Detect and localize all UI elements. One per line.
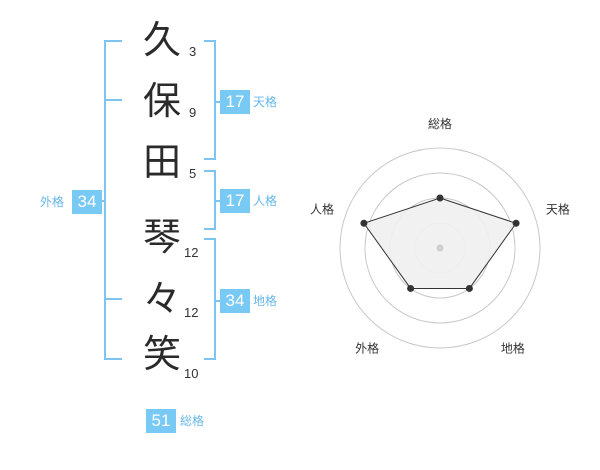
stroke-count-6: 10 <box>184 366 199 381</box>
tenkaku-label: 天格 <box>253 95 278 109</box>
name-char-3: 田 <box>142 140 181 184</box>
soukaku-value-badge: 51 <box>146 409 176 433</box>
gaikaku-value-badge: 34 <box>72 190 102 214</box>
stroke-count-4: 12 <box>184 245 199 260</box>
radar-data-area <box>363 197 517 289</box>
radar-axis-label-2: 天格 <box>546 202 570 217</box>
radar-point-5 <box>360 219 368 227</box>
chikaku-value-badge: 34 <box>220 289 250 313</box>
radar-center-dot <box>436 244 444 252</box>
jinkaku-label: 人格 <box>253 194 278 208</box>
radar-axis-label-1: 総格 <box>428 116 452 131</box>
radar-point-2 <box>512 219 520 227</box>
stroke-count-5: 12 <box>184 305 199 320</box>
name-char-5: 々 <box>142 277 181 321</box>
radar-ring-3 <box>364 172 516 324</box>
tenkaku-value-badge: 17 <box>220 90 250 114</box>
name-char-6: 笑 <box>142 332 181 376</box>
name-char-4: 琴 <box>142 215 181 259</box>
name-char-2: 保 <box>142 79 181 123</box>
gaikaku-label: 外格 <box>40 195 65 209</box>
jinkaku-value-badge: 17 <box>220 189 250 213</box>
chikaku-label: 地格 <box>253 294 278 308</box>
stroke-count-2: 9 <box>189 105 197 120</box>
stroke-count-1: 3 <box>189 44 197 59</box>
stroke-count-3: 5 <box>189 166 197 181</box>
radar-axis-label-4: 外格 <box>355 340 379 355</box>
soukaku-label: 総格 <box>180 414 205 428</box>
radar-point-1 <box>436 194 444 202</box>
radar-point-4 <box>407 284 415 292</box>
radar-axis-label-3: 地格 <box>501 340 525 355</box>
radar-axis-label-5: 人格 <box>310 202 334 217</box>
radar-point-3 <box>465 284 473 292</box>
name-char-1: 久 <box>142 18 181 62</box>
radar-ring-4 <box>339 147 541 349</box>
